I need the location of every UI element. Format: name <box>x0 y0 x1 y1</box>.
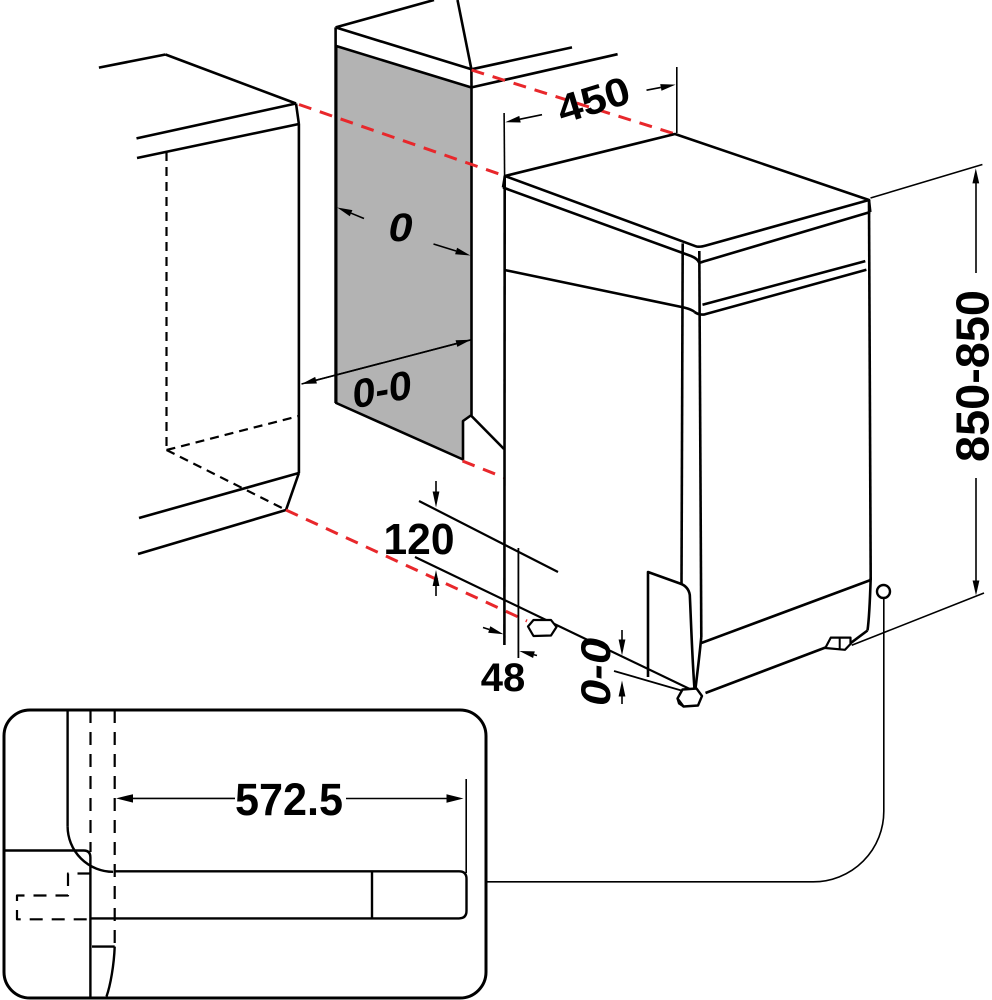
svg-text:572.5: 572.5 <box>235 774 343 825</box>
svg-text:48: 48 <box>481 656 526 700</box>
svg-text:120: 120 <box>384 515 455 564</box>
svg-text:850-850: 850-850 <box>947 290 992 462</box>
svg-text:0: 0 <box>389 206 413 250</box>
svg-text:0-0: 0-0 <box>348 363 415 417</box>
svg-text:0-0: 0-0 <box>572 638 619 706</box>
svg-text:450: 450 <box>552 69 636 133</box>
